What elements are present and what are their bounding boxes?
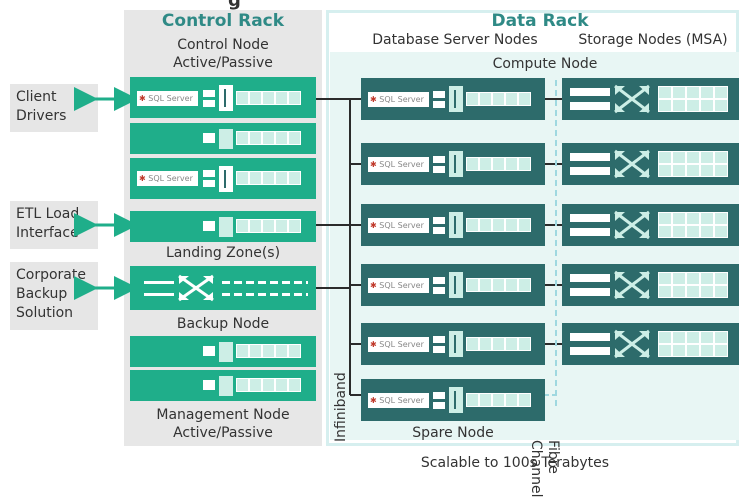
db-server-node: ✱ SQL Server [361,323,545,365]
landing-zone-server [130,211,316,242]
management-node-server-2 [130,370,316,401]
storage-node-msa [562,143,739,185]
scalability-footer: Scalable to 100s Terabytes [420,455,610,471]
storage-node-msa [562,204,739,246]
spare-db-server-node: ✱ SQL Server [361,379,545,421]
storage-node-msa [562,323,739,365]
switch-icon [614,84,650,114]
db-server-node: ✱ SQL Server [361,204,545,246]
sql-server-logo: ✱ SQL Server [368,92,429,107]
control-node-server-1: ✱ SQL Server [130,77,316,118]
sql-server-logo: ✱ SQL Server [137,171,198,186]
spare-node-label: Spare Node [412,425,494,441]
sql-server-logo: ✱ SQL Server [368,218,429,233]
sql-server-logo: ✱ SQL Server [368,337,429,352]
data-rack-title: Data Rack [491,11,589,31]
switch-icon [614,329,650,359]
db-server-nodes-label: Database Server Nodes [372,32,538,48]
infiniband-label: Infiniband [333,372,349,442]
control-rack-title: Control Rack [161,11,285,31]
storage-node-msa [562,264,739,306]
connection-lines [74,80,562,410]
switch-icon [614,270,650,300]
storage-node-msa [562,78,739,120]
control-node-label: Control Node Active/Passive [173,37,273,71]
switch-icon [614,210,650,240]
switch-icon [614,149,650,179]
backup-node-device [130,266,316,310]
sql-server-logo: ✱ SQL Server [137,91,198,106]
db-server-node: ✱ SQL Server [361,264,545,306]
control-node-server-2: ✱ SQL Server [130,158,316,199]
sql-server-logo: ✱ SQL Server [368,393,429,408]
sql-server-logo: ✱ SQL Server [368,278,429,293]
sql-server-logo: ✱ SQL Server [368,157,429,172]
db-server-node: ✱ SQL Server [361,143,545,185]
compute-node-label: Compute Node [492,56,598,72]
control-node-storage [130,123,316,154]
storage-nodes-label: Storage Nodes (MSA) [578,32,728,48]
diagram-title-partial: g [228,0,241,11]
landing-zone-label: Landing Zone(s) [165,245,281,261]
db-server-node: ✱ SQL Server [361,78,545,120]
management-node-server-1 [130,336,316,367]
management-node-label: Management Node Active/Passive [156,407,290,441]
switch-icon [178,274,214,302]
backup-node-label: Backup Node [176,316,270,332]
